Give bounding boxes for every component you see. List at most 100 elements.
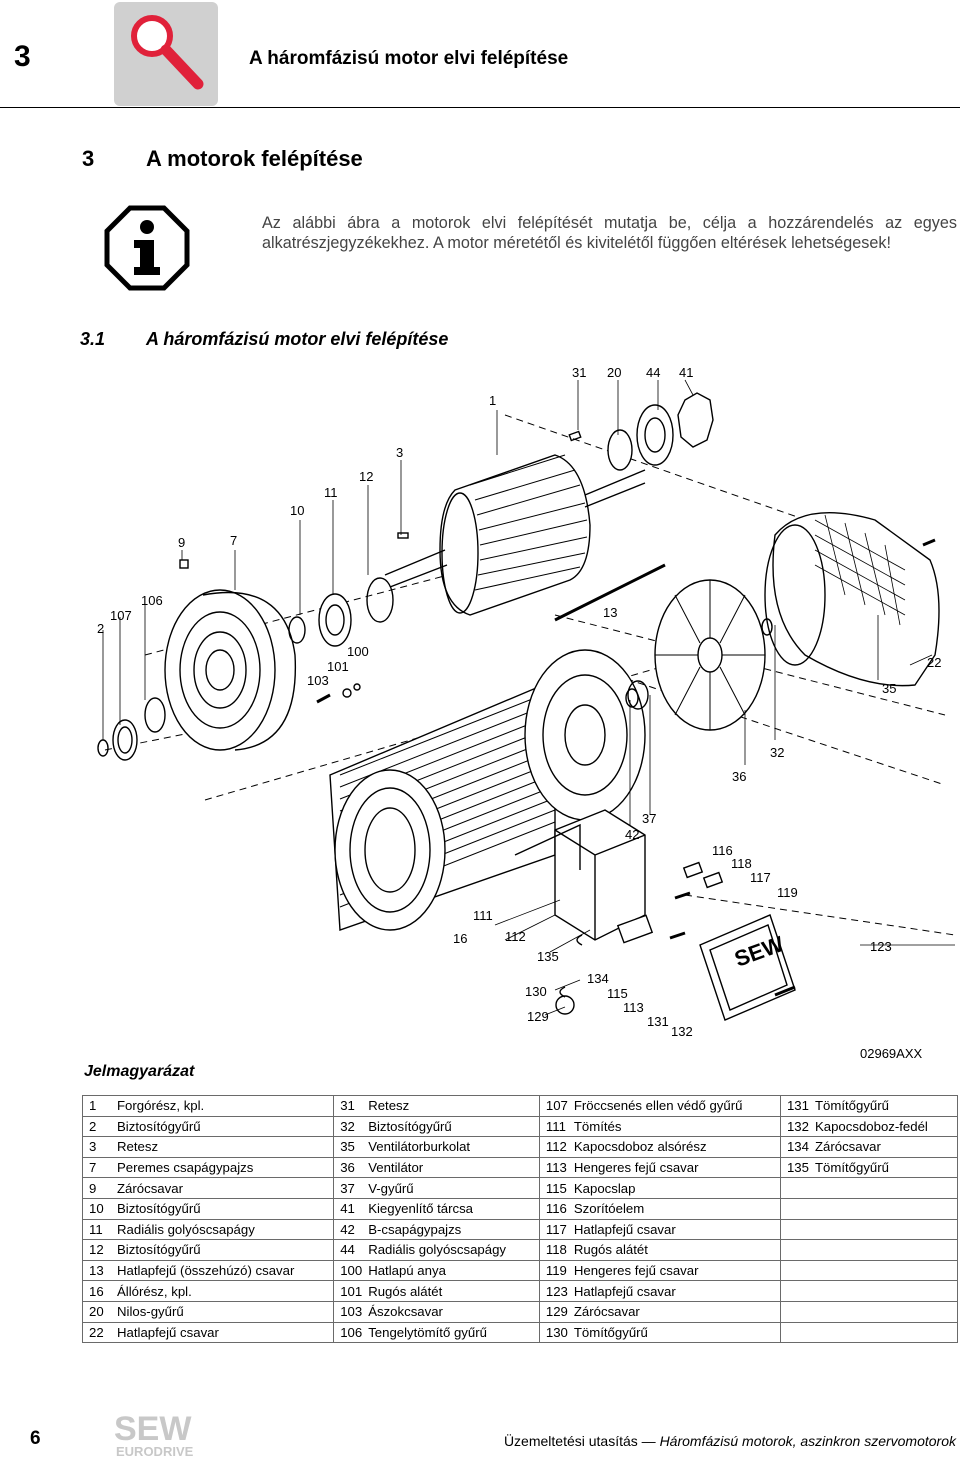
legend-item-label: Retesz	[368, 1098, 410, 1114]
label-11: 11	[324, 485, 338, 500]
chapter-number: 3	[14, 40, 31, 73]
label-132: 132	[671, 1024, 693, 1039]
legend-item-label: Zárócsavar	[814, 1139, 881, 1155]
label-119: 119	[777, 885, 798, 900]
legend-item-label: Hatlapfejű csavar	[573, 1283, 676, 1299]
footer-doc-subject: Háromfázisú motorok, aszinkron szervomot…	[659, 1433, 956, 1449]
subsection-title: A háromfázisú motor elvi felépítése	[146, 329, 449, 349]
legend-cell: 123 Hatlapfejű csavar	[538, 1280, 781, 1302]
legend-item-number: 123	[545, 1283, 568, 1299]
legend-item-number: 119	[545, 1263, 567, 1279]
legend-item-number: 103	[340, 1304, 363, 1320]
footer-doc-title: Üzemeltetési utasítás — Háromfázisú moto…	[504, 1433, 956, 1449]
legend-item-label: Tömítőgyűrű	[814, 1098, 889, 1114]
sew-eurodrive-logo: SEW EURODRIVE	[114, 1410, 194, 1459]
motor-exploded-diagram: SEW	[97, 365, 956, 1039]
label-134: 134	[587, 971, 609, 986]
legend-item-label: Hengeres fejű csavar	[573, 1160, 699, 1176]
label-31: 31	[572, 365, 586, 380]
label-7: 7	[230, 533, 237, 548]
ball-bearing-b	[636, 404, 674, 466]
legend-cell	[779, 1300, 959, 1323]
legend-item-number: 13	[89, 1263, 104, 1279]
label-117: 117	[750, 870, 771, 885]
legend-item-label: Hatlapfejű csavar	[117, 1324, 219, 1340]
legend-item-label: Kapocsdoboz alsórész	[573, 1139, 707, 1155]
label-131: 131	[647, 1014, 669, 1029]
legend-cell	[779, 1259, 959, 1282]
header-divider	[0, 107, 960, 108]
legend-item-label: Állórész, kpl.	[117, 1283, 192, 1299]
legend-item-number: 10	[89, 1201, 104, 1217]
legend-title: Jelmagyarázat	[84, 1063, 195, 1080]
legend-item-label: Kiegyenlítő tárcsa	[368, 1201, 474, 1217]
legend-item-label: Ászokcsavar	[368, 1304, 443, 1320]
legend-item-number: 16	[89, 1283, 104, 1299]
legend-item-label: Forgórész, kpl.	[117, 1098, 205, 1114]
label-9: 9	[178, 535, 185, 550]
label-36: 36	[732, 769, 746, 784]
label-116: 116	[712, 843, 733, 858]
legend-cell: 103 Ászokcsavar	[333, 1300, 540, 1323]
legend-cell	[779, 1197, 959, 1220]
legend-item-label: Tengelytömítő gyűrű	[368, 1324, 487, 1340]
legend-item-number: 11	[89, 1221, 103, 1237]
legend-item-label: Peremes csapágypajzs	[117, 1160, 254, 1176]
legend-item-number: 32	[340, 1118, 355, 1134]
subsection-number: 3.1	[80, 329, 106, 349]
legend-cell	[779, 1321, 959, 1344]
legend-item-number: 35	[340, 1139, 355, 1155]
legend-item-number: 2	[89, 1118, 97, 1134]
legend-item-label: Rugós alátét	[573, 1242, 648, 1258]
legend-item-number: 37	[340, 1180, 355, 1196]
oil-seal	[112, 719, 138, 761]
legend-item-number: 130	[545, 1324, 568, 1340]
legend-item-label: Biztosítógyűrű	[117, 1118, 201, 1134]
legend-item-label: Rugós alátét	[368, 1283, 443, 1299]
legend-cell	[779, 1239, 959, 1261]
legend-item-number: 132	[786, 1118, 809, 1134]
legend-item-label: Szorítóelem	[573, 1201, 645, 1217]
legend-item-label: Zárócsavar	[573, 1304, 640, 1320]
legend-item-number: 106	[340, 1324, 363, 1340]
label-37: 37	[642, 811, 656, 826]
legend-item-number: 31	[340, 1098, 355, 1114]
section-title: A motorok felépítése	[146, 146, 363, 171]
fan-guard	[772, 512, 940, 687]
legend-item-label: Hatlapfejű (összehúzó) csavar	[117, 1263, 295, 1279]
legend-cell: 11 Radiális golyóscsapágy	[81, 1218, 335, 1241]
legend-item-number: 131	[786, 1098, 809, 1114]
legend-item-label: Kapocslap	[573, 1180, 636, 1196]
legend-item-number: 41	[340, 1201, 355, 1217]
legend-item-label: Retesz	[117, 1139, 159, 1155]
legend-item-number: 134	[786, 1139, 809, 1155]
label-111: 111	[473, 908, 493, 923]
legend-item-number: 115	[545, 1180, 567, 1196]
legend-item-label: Radiális golyóscsapágy	[117, 1221, 255, 1237]
ball-bearing-a	[318, 593, 352, 647]
label-107: 107	[110, 608, 132, 623]
label-118: 118	[731, 856, 752, 871]
label-42: 42	[625, 827, 639, 842]
